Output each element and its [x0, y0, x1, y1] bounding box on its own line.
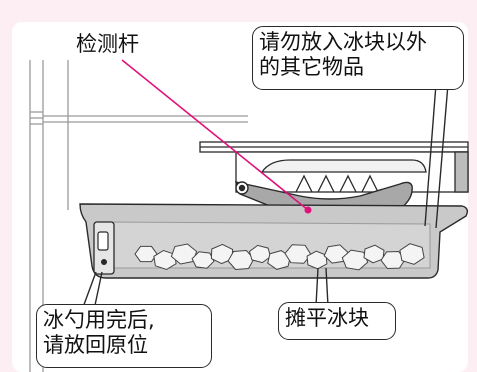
ice-cube: [191, 251, 215, 269]
detection-rod-pointer-dot: [304, 206, 312, 214]
detection-rod-label: 检测杆: [76, 32, 139, 56]
freezer-interior: [12, 22, 468, 372]
level-ice-callout: 摊平冰块: [278, 302, 396, 340]
ice-cube: [227, 249, 255, 271]
ice-cube: [341, 249, 369, 271]
ice-cube: [248, 244, 272, 264]
ice-cube: [134, 245, 158, 263]
warning-callout-tail: [424, 83, 449, 229]
ice-cube: [363, 244, 385, 264]
warning-line-1: 请勿放入冰块以外: [259, 30, 427, 54]
ice-cubes: [134, 243, 425, 271]
scoop-line-1: 冰勺用完后,: [43, 308, 155, 332]
scoop-callout-tail: [81, 271, 103, 311]
scoop-line-2: 请放回原位: [43, 333, 148, 357]
ice-cube: [170, 243, 198, 265]
level-ice-label: 摊平冰块: [285, 306, 369, 330]
warning-callout: 请勿放入冰块以外 的其它物品: [252, 26, 464, 90]
ice-cube: [306, 250, 328, 270]
warning-line-2: 的其它物品: [259, 55, 364, 79]
level-callout-tail: [315, 267, 329, 307]
detection-rod-pointer: [121, 59, 309, 211]
scoop-callout: 冰勺用完后, 请放回原位: [36, 304, 212, 368]
ice-cube: [399, 243, 425, 265]
